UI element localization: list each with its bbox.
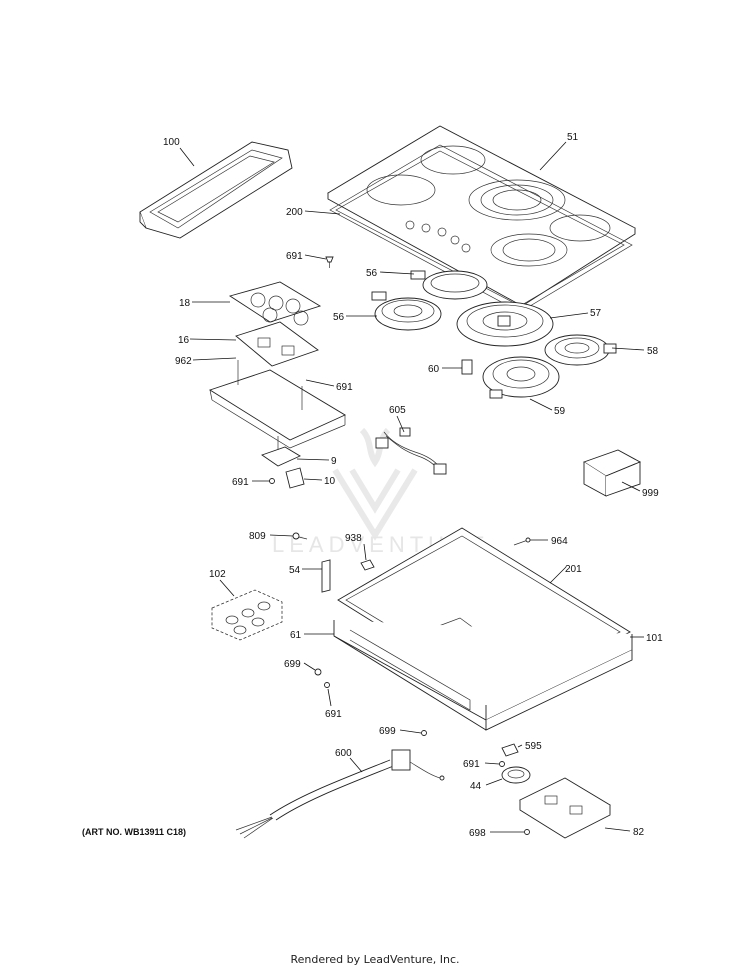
callout-labels: 100 51 200 691 56 18 56 57 16 962 691 58… [163, 132, 663, 839]
callout-10: 10 [324, 476, 336, 487]
screw-part [499, 761, 505, 767]
callout-56: 56 [366, 268, 378, 279]
leader-lines [179, 141, 645, 833]
dual-radiant-element-part [482, 356, 560, 399]
callout-691: 691 [286, 251, 303, 262]
callout-9: 9 [331, 456, 337, 467]
screw-part [524, 829, 530, 835]
power-cord-part [235, 749, 445, 839]
callout-57: 57 [590, 308, 602, 319]
clip-part [360, 559, 375, 571]
callout-60: 60 [428, 364, 440, 375]
cooktop-frame-part [333, 527, 633, 731]
callout-44: 44 [470, 781, 482, 792]
callout-56: 56 [333, 312, 345, 323]
callout-691: 691 [325, 709, 342, 720]
callout-809: 809 [249, 531, 266, 542]
art-number: (ART NO. WB13911 C18) [82, 827, 187, 837]
callout-16: 16 [178, 335, 190, 346]
callout-58: 58 [647, 346, 659, 357]
screw-part [421, 730, 427, 736]
watermark-logo [332, 427, 418, 541]
clip-part [285, 467, 305, 489]
callout-691: 691 [463, 759, 480, 770]
footer-credit: Rendered by LeadVenture, Inc. [290, 953, 460, 966]
callout-101: 101 [646, 633, 663, 644]
callout-595: 595 [525, 741, 542, 752]
callout-201: 201 [565, 564, 582, 575]
radiant-element-part [371, 291, 442, 331]
callout-691: 691 [336, 382, 353, 393]
callout-59: 59 [554, 406, 566, 417]
callout-82: 82 [633, 827, 645, 838]
callout-18: 18 [179, 298, 191, 309]
small-screw-part [269, 478, 275, 484]
callout-938: 938 [345, 533, 362, 544]
screw-part [513, 537, 531, 546]
radiant-element-part [410, 270, 488, 300]
callout-51: 51 [567, 132, 579, 143]
clamp-part [501, 743, 519, 757]
parts-box-part [582, 449, 642, 497]
control-boards-part [208, 281, 346, 449]
callout-200: 200 [286, 207, 303, 218]
callout-102: 102 [209, 569, 226, 580]
callout-999: 999 [642, 488, 659, 499]
wire-harness-part [375, 427, 447, 475]
callout-600: 600 [335, 748, 352, 759]
terminal-block-part [211, 589, 283, 641]
power-board-part [519, 777, 611, 839]
limiter-part [461, 359, 473, 375]
callout-61: 61 [290, 630, 302, 641]
bushing-ring-part [501, 766, 531, 784]
callout-691: 691 [232, 477, 249, 488]
callout-962: 962 [175, 356, 192, 367]
screw-part [314, 668, 322, 676]
strip-bracket-part [321, 559, 331, 593]
screw-part [324, 682, 330, 688]
callout-100: 100 [163, 137, 180, 148]
griddle-part [139, 141, 293, 239]
callout-54: 54 [289, 565, 301, 576]
callout-699: 699 [379, 726, 396, 737]
screw-part [325, 256, 334, 268]
callout-699: 699 [284, 659, 301, 670]
callout-698: 698 [469, 828, 486, 839]
bracket-part [261, 436, 301, 467]
dual-radiant-element-part [456, 301, 554, 347]
callout-964: 964 [551, 536, 568, 547]
callout-605: 605 [389, 405, 406, 416]
glass-cooktop-part [327, 125, 636, 307]
radiant-element-part [544, 334, 617, 366]
